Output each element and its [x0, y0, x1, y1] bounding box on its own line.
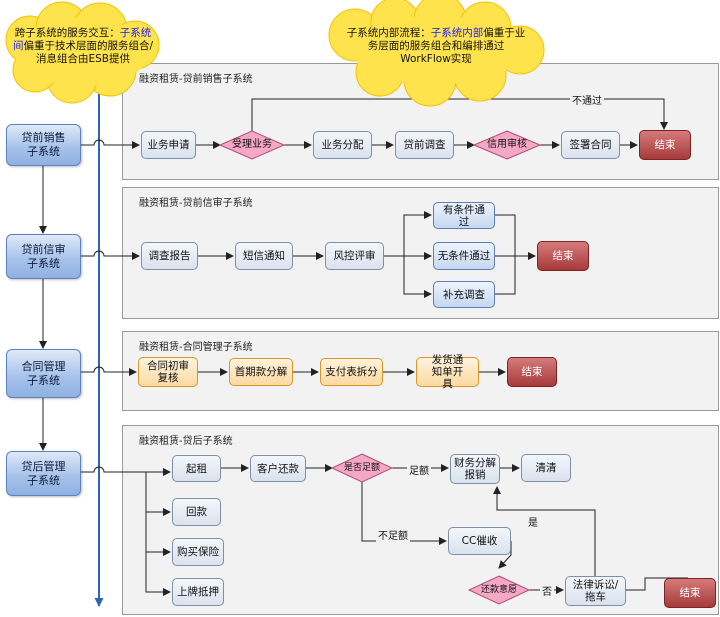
node-supplement[interactable]: 补充调查: [433, 281, 495, 308]
node-repayment[interactable]: 客户还款: [250, 455, 306, 482]
node-conditional[interactable]: 有条件通过: [433, 202, 495, 229]
lane-sales-title: 融资租赁-贷前销售子系统: [139, 74, 253, 85]
node-mortgage[interactable]: 上牌抵押: [172, 578, 224, 606]
system-sales[interactable]: 贷前销售子系统: [6, 124, 81, 166]
node-insurance[interactable]: 购买保险: [172, 538, 224, 566]
cloud-left-text: 跨子系统的服务交互：子系统间偏重于技术层面的服务组合/消息组合由ESB提供: [10, 27, 156, 66]
node-sign[interactable]: 签署合同: [561, 131, 620, 159]
system-contract[interactable]: 合同管理子系统: [6, 349, 81, 398]
label-repaid: 还款意愿: [480, 585, 518, 595]
node-split[interactable]: 财务分解报销: [450, 454, 500, 484]
cloud-left-shape: [5, 1, 160, 104]
label-short: 不足额: [376, 527, 410, 542]
cloud-right-a: 子系统内部流程：: [346, 27, 431, 39]
label-enough-yes: 足额: [407, 462, 431, 477]
node-cc[interactable]: CC催收: [448, 527, 511, 555]
node-down-payment[interactable]: 首期款分解: [229, 358, 293, 386]
node-apply[interactable]: 业务申请: [141, 131, 196, 159]
node-legal[interactable]: 法律诉讼/拖车: [565, 576, 626, 606]
node-post-end[interactable]: 结束: [664, 578, 716, 608]
node-sms[interactable]: 短信通知: [235, 242, 293, 270]
label-accept: 受理业务: [232, 139, 272, 150]
lane-review: 融资租赁-贷前信审子系统: [122, 187, 719, 319]
system-post[interactable]: 贷后管理子系统: [6, 451, 81, 496]
label-yes: 是: [526, 514, 540, 529]
node-invoice[interactable]: 发货通知单开具: [416, 354, 479, 390]
cloud-left-c: 偏重于技术层面的服务组合/消息组合由ESB提供: [23, 40, 154, 65]
system-review[interactable]: 贷前信审子系统: [6, 234, 81, 279]
node-pay-split[interactable]: 支付表拆分: [320, 358, 383, 386]
node-callback[interactable]: 回款: [172, 498, 221, 526]
node-start-rent[interactable]: 起租: [172, 455, 221, 482]
node-first-review[interactable]: 合同初审复核: [138, 357, 198, 387]
node-assign[interactable]: 业务分配: [313, 131, 372, 159]
node-contract-end[interactable]: 结束: [507, 357, 557, 387]
label-no: 否: [540, 583, 554, 598]
cloud-left-b: 子系统间: [12, 27, 152, 52]
cloud-right-text: 子系统内部流程：子系统内部偏重于业务层面的服务组合和编排通过WorkFlow实现: [345, 27, 527, 66]
label-credit-review: 信用审核: [487, 139, 527, 150]
cloud-right-b: 子系统内部: [430, 27, 484, 39]
cloud-left-a: 跨子系统的服务交互：: [14, 27, 120, 39]
label-reject: 不通过: [570, 92, 604, 107]
lane-post-title: 融资租赁-贷后子系统: [139, 436, 233, 447]
cloud-right-c: 偏重于业务层面的服务组合和编排通过WorkFlow实现: [367, 27, 526, 65]
node-review-end[interactable]: 结束: [537, 241, 589, 271]
label-enough: 是否足额: [343, 463, 381, 473]
lane-contract-title: 融资租赁-合同管理子系统: [139, 342, 253, 353]
node-report[interactable]: 调查报告: [141, 242, 198, 270]
node-unconditional[interactable]: 无条件通过: [433, 242, 495, 270]
node-sales-end[interactable]: 结束: [639, 130, 691, 160]
node-risk[interactable]: 风控评审: [325, 242, 384, 270]
node-clear[interactable]: 清清: [521, 454, 571, 482]
cloud-right-shape: [328, 0, 545, 107]
node-survey[interactable]: 贷前调查: [395, 131, 454, 159]
lane-review-title: 融资租赁-贷前信审子系统: [139, 198, 253, 209]
